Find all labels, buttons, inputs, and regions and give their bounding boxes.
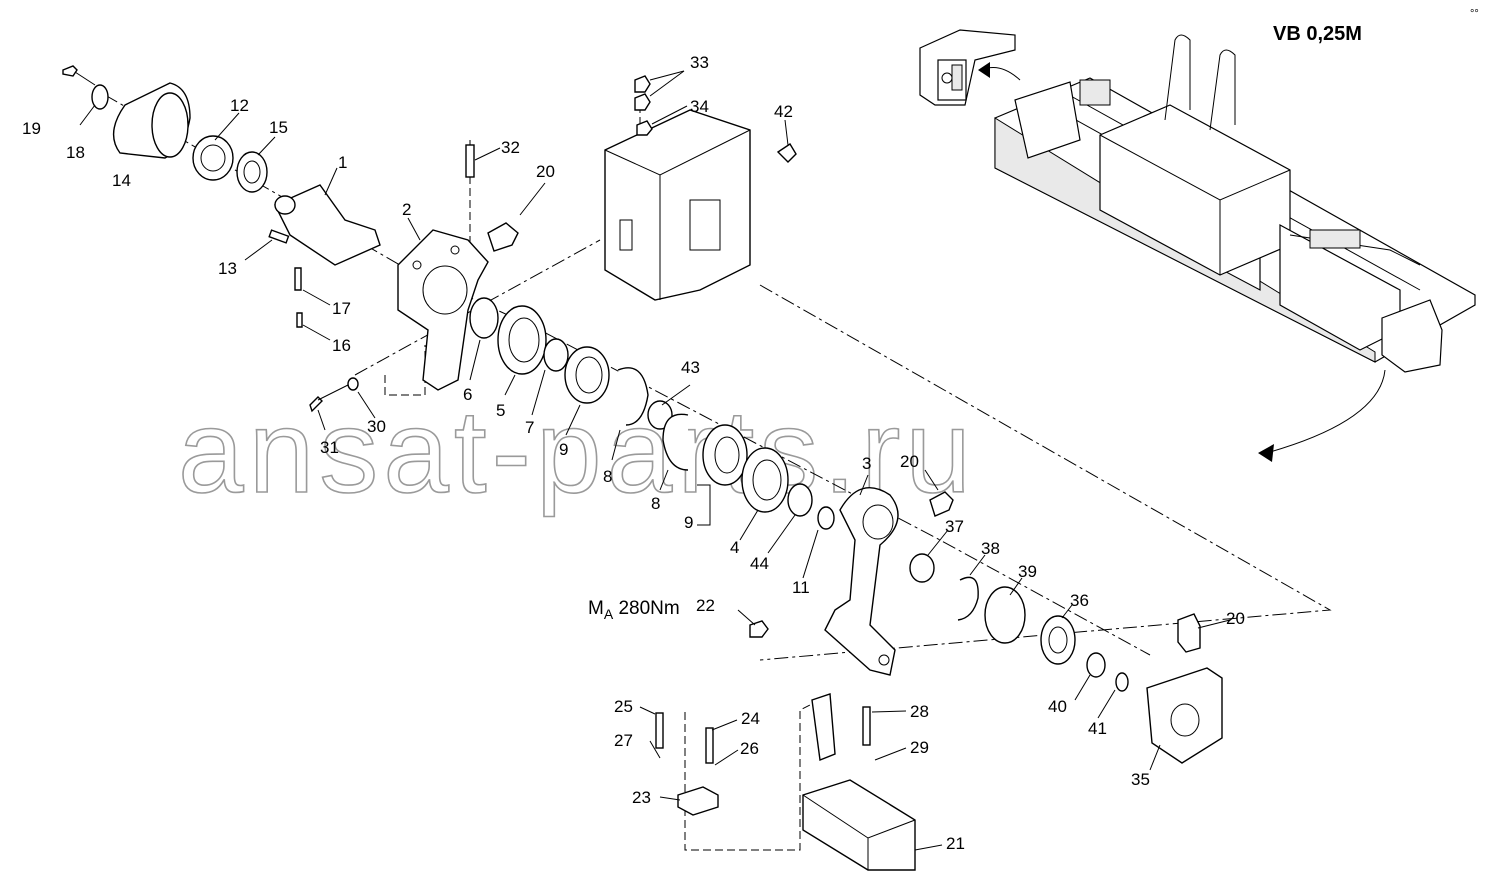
callout-29: 29 [910,738,929,757]
callout-16: 16 [332,336,351,355]
callout-14: 14 [112,171,131,190]
callout-42: 42 [774,102,793,121]
callout-numbers: 1 2 3 4 5 6 7 8 8 9 9 11 12 13 14 15 16 … [22,53,1245,853]
callout-9b: 9 [684,513,693,532]
bearing-5 [497,305,547,375]
callout-19: 19 [22,119,41,138]
callout-17: 17 [332,299,351,318]
callout-20a: 20 [536,162,555,181]
shaft-group [62,65,381,328]
callout-3: 3 [862,454,871,473]
callout-34: 34 [690,97,709,116]
callout-43: 43 [681,358,700,377]
callout-32: 32 [501,138,520,157]
callout-7: 7 [525,418,534,437]
callout-37: 37 [945,517,964,536]
block-35 [1146,667,1223,764]
callout-13: 13 [218,259,237,278]
callout-15: 15 [269,118,288,137]
bearing-4 [741,447,789,513]
callout-12: 12 [230,96,249,115]
callout-5: 5 [496,401,505,420]
arrow-icon [1258,444,1274,462]
callout-33: 33 [690,53,709,72]
callout-22: 22 [696,596,715,615]
callout-41: 41 [1088,719,1107,738]
callout-25: 25 [614,697,633,716]
machine-overview [994,34,1476,373]
callout-27: 27 [614,731,633,750]
callout-40: 40 [1048,697,1067,716]
callout-28: 28 [910,702,929,721]
callout-21: 21 [946,834,965,853]
callout-36: 36 [1070,591,1089,610]
callout-20b: 20 [900,452,919,471]
callout-18: 18 [66,143,85,162]
callout-35: 35 [1131,770,1150,789]
torque-note: MA 280Nm [588,598,680,622]
callout-4: 4 [730,538,739,557]
housing-2 [397,229,489,391]
callout-8a: 8 [603,467,612,486]
callout-26: 26 [740,739,759,758]
end-module-inset [919,29,1016,106]
frame-block [604,109,751,301]
callout-8b: 8 [651,494,660,513]
leader-lines [79,70,1231,851]
callout-2: 2 [402,200,411,219]
callout-44: 44 [750,554,769,573]
watermark-text: ansat-parts.ru [178,386,976,518]
callout-31: 31 [320,438,339,457]
bracket-3 [824,487,899,676]
callout-6: 6 [463,385,472,404]
callout-9a: 9 [559,440,568,459]
callout-20c: 20 [1226,609,1245,628]
callout-1: 1 [338,153,347,172]
model-title: VB 0,25M [1273,23,1362,45]
callout-39: 39 [1018,562,1037,581]
callout-11: 11 [792,578,810,597]
rail-21 [802,779,916,871]
callout-24: 24 [741,709,760,728]
arrow-icon [978,62,990,78]
callout-23: 23 [632,788,651,807]
corner-mark: °° [1470,8,1479,20]
callout-38: 38 [981,539,1000,558]
callout-30: 30 [367,417,386,436]
